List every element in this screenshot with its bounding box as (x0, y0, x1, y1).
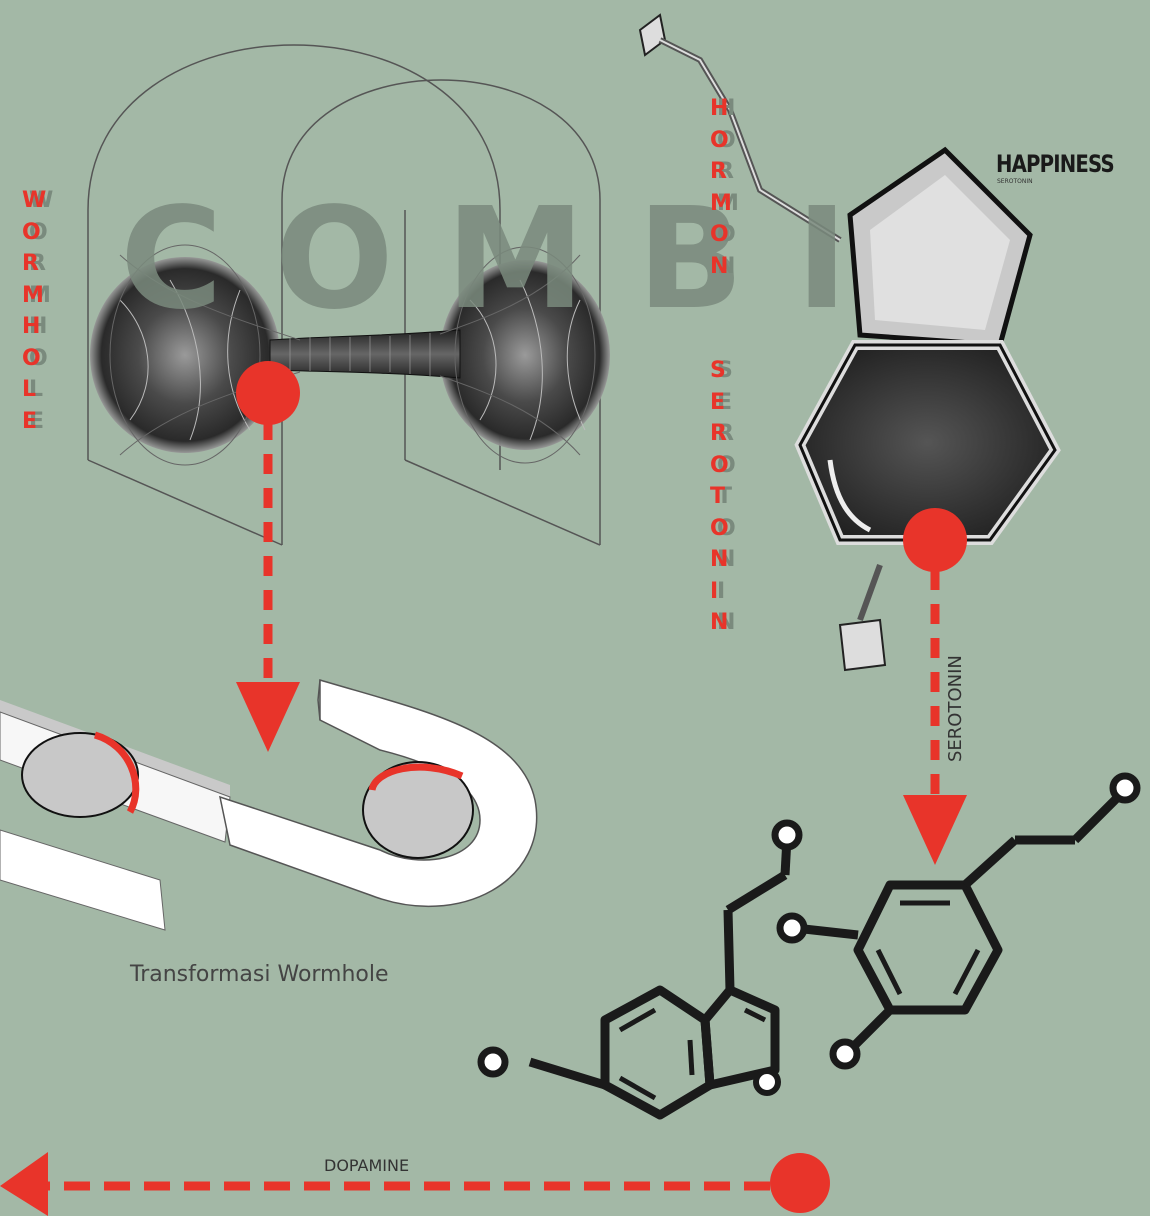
hormon-letter-front-4: O (710, 222, 729, 247)
wormhole-letter-shadow-1: O (29, 219, 48, 245)
hormon-letter-shadow-2: R (717, 159, 734, 184)
serotonin-arrowhead (903, 795, 967, 865)
serotonin-letter-shadow-8: N (717, 610, 736, 635)
serotonin-end-dot-2 (477, 1046, 509, 1078)
serotonin-end-dot-1 (771, 819, 803, 851)
serotonin-end-dot-3 (753, 1068, 781, 1096)
serotonin-letter-front-8: N (710, 610, 729, 635)
left-planet (90, 257, 280, 453)
serotonin-letter-shadow-3: O (717, 452, 736, 478)
serotonin-letter-shadow-0: S (717, 358, 733, 383)
hormon-letter-shadow-3: M (717, 190, 739, 216)
transformation-shape (0, 678, 538, 931)
dopamine-label: DOPAMINE (324, 1156, 410, 1175)
wormhole-letter-shadow-7: E (29, 408, 45, 434)
wormhole-letter-shadow-4: H (29, 314, 48, 339)
right-planet (440, 260, 610, 450)
serotonin-sketch (638, 13, 1061, 672)
watermark-combi: COMBI (120, 178, 900, 341)
wormhole-letter-front-4: H (22, 314, 41, 339)
happiness-title: HAPPINESS (996, 150, 1115, 178)
serotonin-letter-front-3: O (710, 452, 729, 478)
transformation-caption: Transformasi Wormhole (130, 962, 389, 987)
dopamine-red-dot (770, 1153, 830, 1213)
serotonin-letter-front-4: T (710, 484, 726, 509)
wormhole-letter-shadow-2: R (29, 251, 46, 276)
hormon-letter-shadow-0: H (717, 96, 736, 121)
tunnel-grid (289, 333, 431, 376)
hormon-letter-front-0: H (710, 96, 729, 121)
hormon-letter-front-5: N (710, 253, 729, 279)
serotonin-letter-shadow-6: N (717, 547, 736, 572)
hormon-letter-shadow-5: N (717, 253, 736, 279)
dopamine-end-dot-1 (1109, 772, 1141, 804)
hormon-letter-front-3: M (710, 190, 732, 216)
dopamine-arrowhead (0, 1152, 48, 1216)
wormhole-letter-shadow-5: O (29, 345, 48, 371)
wormhole-letter-front-7: E (22, 408, 38, 434)
wormhole-letter-front-0: W (22, 188, 47, 213)
serotonin-letter-front-2: R (710, 421, 727, 446)
wormhole-red-dot (236, 361, 300, 425)
hormon-letter-front-1: O (710, 127, 729, 153)
serotonin-letter-front-7: I (710, 578, 719, 604)
hormon-letter-shadow-4: O (717, 222, 736, 247)
serotonin-letter-shadow-7: I (717, 578, 726, 604)
wormhole-arrowhead (236, 682, 300, 752)
wormhole-letter-shadow-6: L (29, 377, 44, 402)
serotonin-letter-shadow-1: E (717, 389, 733, 415)
wormhole-letter-front-2: R (22, 251, 39, 276)
dopamine-end-dot-3 (829, 1038, 861, 1070)
serotonin-vertical-label: SEROTONIN (945, 655, 966, 762)
serotonin-letter-shadow-4: T (717, 484, 733, 509)
wormhole-letter-shadow-0: W (29, 188, 54, 213)
serotonin-letter-shadow-5: O (717, 515, 736, 541)
wormhole-letter-front-5: O (22, 345, 41, 371)
serotonin-structure (528, 837, 792, 1120)
happiness-subtitle: SEROTONIN (997, 178, 1033, 185)
serotonin-letter-front-5: O (710, 515, 729, 541)
serotonin-letter-shadow-2: R (717, 421, 734, 446)
wormhole-tunnel (269, 329, 461, 379)
wormhole-letter-front-1: O (22, 219, 41, 245)
hormon-letter-shadow-1: O (717, 127, 736, 153)
serotonin-letter-front-6: N (710, 547, 729, 572)
dopamine-structure (794, 786, 1129, 1056)
dopamine-end-dot-2 (776, 912, 808, 944)
hormon-letter-front-2: R (710, 159, 727, 184)
wormhole-letter-front-3: M (22, 282, 44, 308)
wormhole-letter-shadow-3: M (29, 282, 51, 308)
serotonin-red-dot (903, 508, 967, 572)
serotonin-letter-front-0: S (710, 358, 726, 383)
wormhole-arches (87, 44, 601, 546)
wormhole-letter-front-6: L (22, 377, 37, 402)
serotonin-letter-front-1: E (710, 389, 726, 415)
